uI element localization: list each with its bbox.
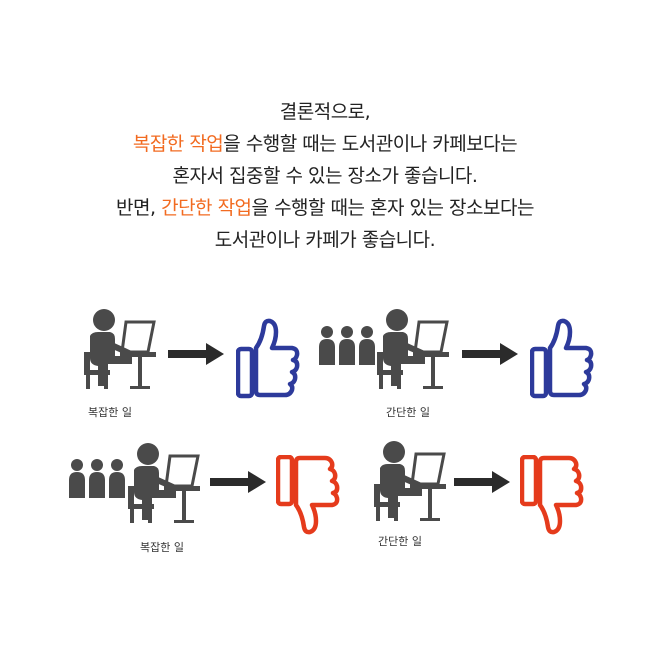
thumbs-down-icon bbox=[520, 455, 584, 537]
thumbs-up-icon bbox=[530, 318, 594, 400]
person-at-desk-icon bbox=[372, 440, 448, 523]
conclusion-line-1: 결론적으로, bbox=[279, 101, 371, 123]
conclusion-line-2: 복잡한 작업을 수행할 때는 도서관이나 카페보다는 bbox=[0, 128, 650, 160]
scenario-caption: 간단한 일 bbox=[378, 535, 422, 548]
person-at-desk-icon bbox=[82, 308, 158, 391]
conclusion-line-4-prefix: 반면, bbox=[116, 197, 162, 219]
crowd-icon bbox=[319, 326, 375, 365]
person-at-desk-icon bbox=[126, 442, 202, 525]
person-at-desk-icon bbox=[375, 308, 451, 391]
conclusion-line-4-rest: 을 수행할 때는 혼자 있는 장소보다는 bbox=[251, 197, 535, 219]
arrow-right-icon bbox=[168, 343, 224, 365]
arrow-right-icon bbox=[462, 343, 518, 365]
arrow-right-icon bbox=[454, 471, 510, 493]
thumbs-up-icon bbox=[236, 318, 300, 400]
scenario-caption: 복잡한 일 bbox=[140, 541, 184, 554]
thumbs-down-icon bbox=[276, 455, 340, 537]
scenario-caption: 간단한 일 bbox=[386, 406, 430, 419]
scenario-caption: 복잡한 일 bbox=[88, 406, 132, 419]
conclusion-text: 결론적으로, 복잡한 작업을 수행할 때는 도서관이나 카페보다는 혼자서 집중… bbox=[0, 96, 650, 256]
conclusion-line-3: 혼자서 집중할 수 있는 장소가 좋습니다. bbox=[172, 165, 478, 187]
conclusion-line-4: 반면, 간단한 작업을 수행할 때는 혼자 있는 장소보다는 bbox=[0, 192, 650, 224]
conclusion-line-5: 도서관이나 카페가 좋습니다. bbox=[214, 229, 436, 251]
arrow-right-icon bbox=[210, 471, 266, 493]
complex-task-highlight: 복잡한 작업 bbox=[132, 133, 224, 155]
conclusion-line-2-rest: 을 수행할 때는 도서관이나 카페보다는 bbox=[223, 133, 518, 155]
simple-task-highlight: 간단한 작업 bbox=[161, 197, 252, 219]
crowd-icon bbox=[69, 459, 125, 498]
